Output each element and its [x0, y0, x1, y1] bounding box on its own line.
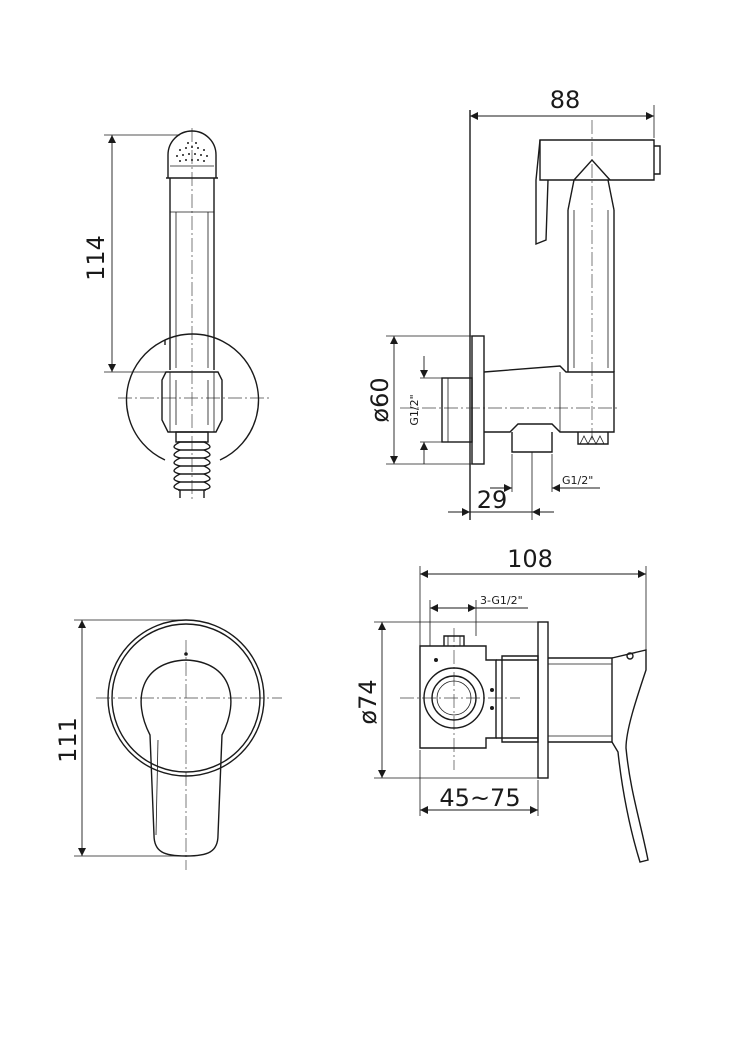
- spray-side-view: 88 ø60 G1/2" 29 G1/2": [366, 86, 661, 520]
- dim-valve-ports: 3-G1/2": [480, 594, 523, 607]
- dim-spray-height: 114: [82, 235, 110, 281]
- dim-outlet-offset: 29: [477, 486, 508, 514]
- spray-nozzle-holes: [176, 142, 208, 162]
- dim-spray-depth: 88: [550, 86, 581, 114]
- hose-coils: [173, 441, 211, 498]
- dim-wall-plate-dia: ø60: [366, 377, 394, 422]
- dim-outlet-thread: G1/2": [562, 474, 593, 487]
- dim-inlet-thread: G1/2": [408, 394, 421, 425]
- spray-front-view: 114: [82, 128, 270, 500]
- dim-valve-depth: 108: [507, 545, 553, 573]
- valve-front-view: 111: [54, 619, 282, 870]
- dim-valve-height: 111: [54, 717, 82, 763]
- valve-side-view: 108 3-G1/2" ø74 45~75: [354, 545, 649, 863]
- dim-valve-plate-dia: ø74: [354, 679, 382, 724]
- dim-install-depth: 45~75: [439, 784, 520, 812]
